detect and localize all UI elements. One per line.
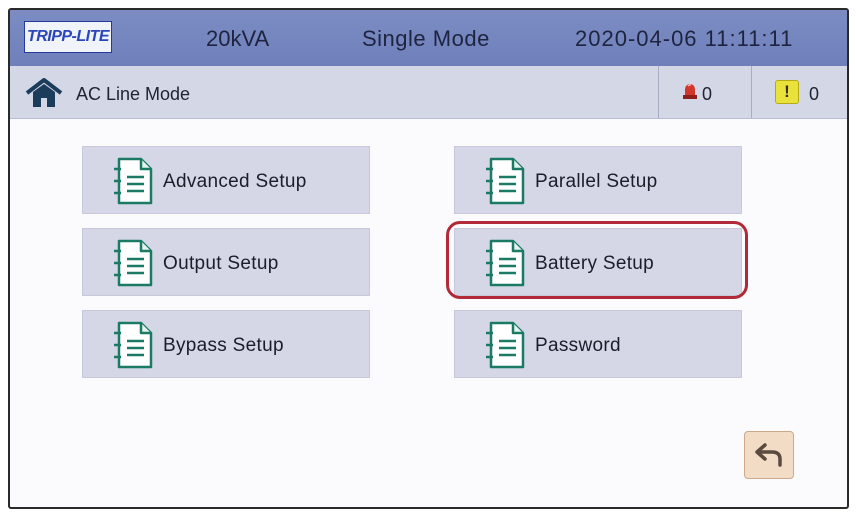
- advanced-setup-button[interactable]: Advanced Setup: [82, 146, 370, 214]
- document-icon: [484, 157, 525, 205]
- warning-count: 0: [809, 84, 820, 104]
- header-bar: TRIPP-LITE 20kVA Single Mode 2020-04-06 …: [10, 10, 847, 66]
- parallel-setup-button[interactable]: Parallel Setup: [454, 146, 742, 214]
- bypass-setup-button[interactable]: Bypass Setup: [82, 310, 370, 378]
- button-label: Output Setup: [163, 253, 279, 274]
- home-icon[interactable]: [24, 77, 64, 109]
- battery-setup-highlight: [446, 221, 748, 299]
- document-icon: [112, 157, 153, 205]
- power-rating: 20kVA: [206, 26, 270, 51]
- button-label: Password: [535, 335, 621, 356]
- status-bar: AC Line Mode 0 ! 0: [10, 66, 847, 119]
- tripp-lite-logo: TRIPP-LITE: [24, 21, 112, 53]
- line-mode-status: AC Line Mode: [76, 84, 191, 104]
- warning-icon[interactable]: !: [775, 80, 799, 104]
- alarm-light-icon[interactable]: [682, 81, 698, 103]
- document-icon: [112, 321, 153, 369]
- password-button[interactable]: Password: [454, 310, 742, 378]
- battery-setup-button[interactable]: Battery Setup: [454, 228, 742, 296]
- button-label: Battery Setup: [535, 253, 655, 274]
- button-label: Advanced Setup: [163, 171, 307, 192]
- back-button[interactable]: [744, 431, 794, 479]
- ups-display-screen: TRIPP-LITE 20kVA Single Mode 2020-04-06 …: [8, 8, 849, 509]
- alarm-count: 0: [702, 84, 713, 104]
- button-label: Bypass Setup: [163, 335, 284, 356]
- document-icon: [112, 239, 153, 287]
- back-arrow-icon: [755, 443, 782, 467]
- button-label: Parallel Setup: [535, 171, 658, 192]
- output-setup-button[interactable]: Output Setup: [82, 228, 370, 296]
- status-divider: [751, 66, 752, 118]
- document-icon: [484, 321, 525, 369]
- date-time: 2020-04-06 11:11:11: [575, 26, 794, 51]
- status-divider: [658, 66, 659, 118]
- operating-mode: Single Mode: [362, 26, 490, 51]
